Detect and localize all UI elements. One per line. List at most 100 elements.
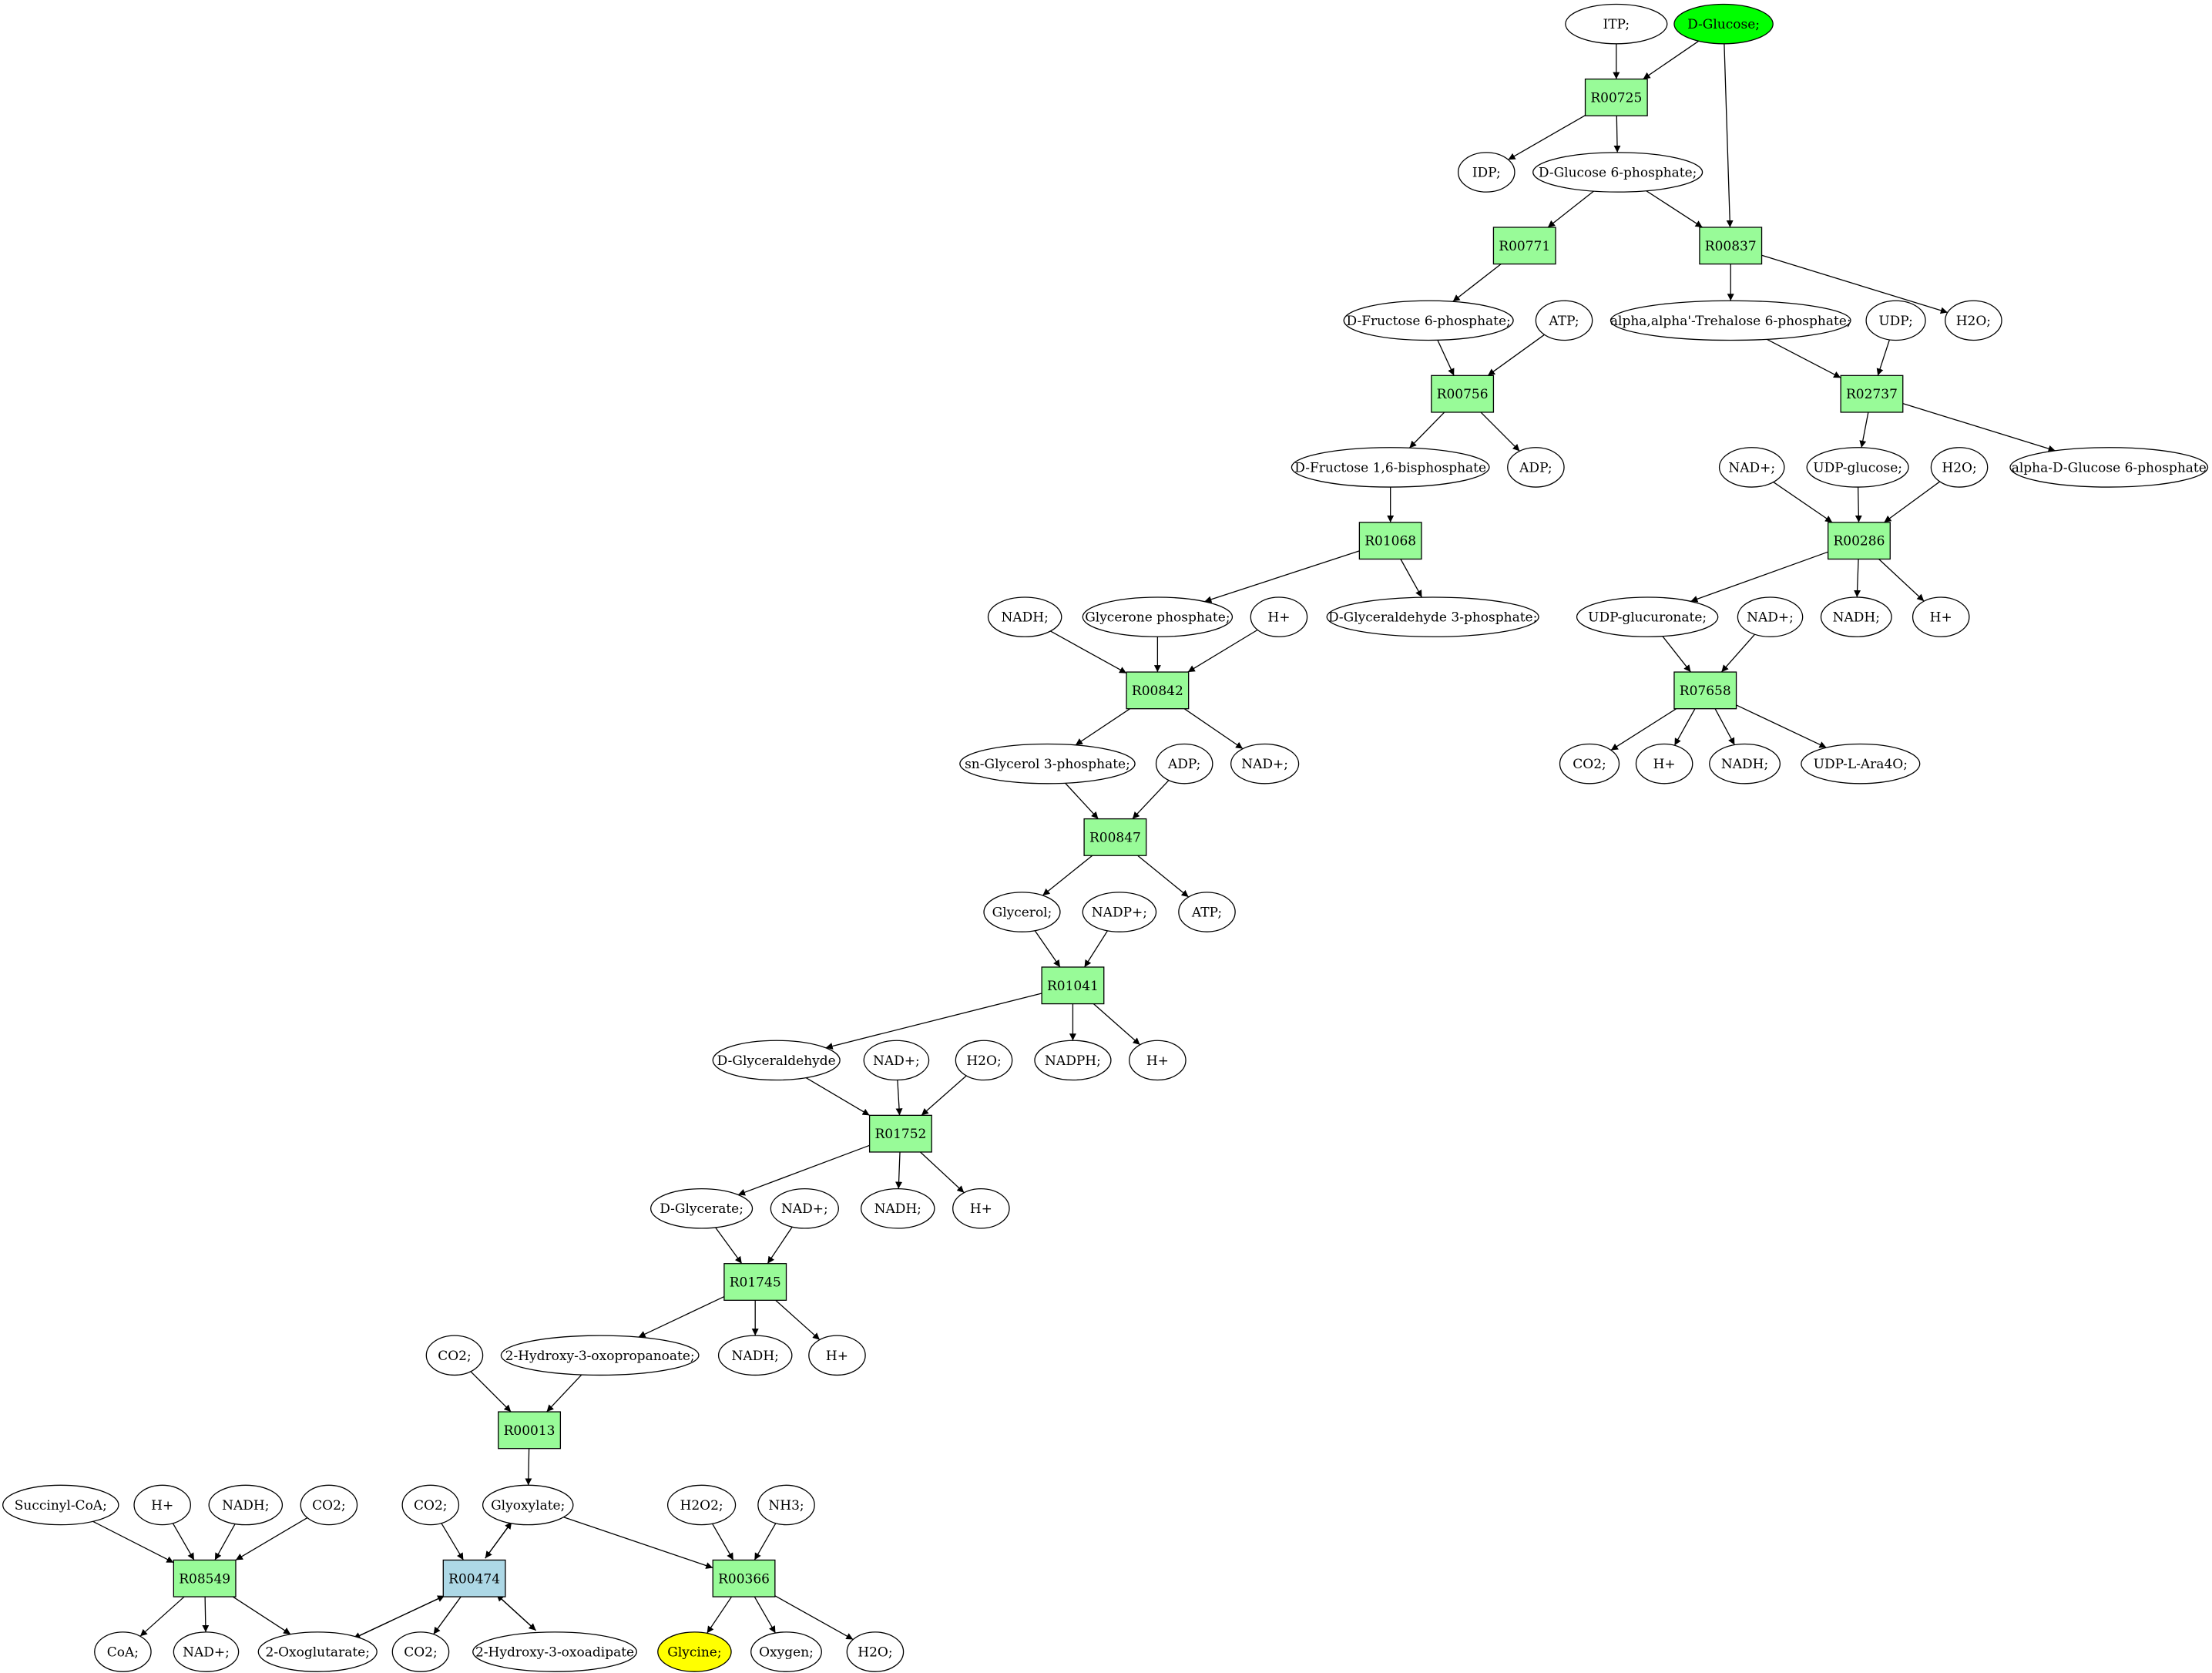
compound-node-nadp6[interactable]: NAD+; <box>173 1631 240 1672</box>
compound-ellipse <box>1343 300 1514 341</box>
compound-ellipse <box>1034 1040 1112 1081</box>
compound-node-glyceraldehyde[interactable]: D-Glyceraldehyde <box>712 1040 841 1081</box>
edge-R08549-to-nadp6 <box>202 1597 210 1632</box>
compound-node-dglucose[interactable]: D-Glucose; <box>1673 3 1774 45</box>
reaction-node-r00286[interactable]: R00286 <box>1828 522 1891 560</box>
compound-node-nadh2[interactable]: NADH; <box>1820 596 1892 637</box>
reaction-label: R00842 <box>1132 684 1183 699</box>
compound-node-gap[interactable]: D-Glyceraldehyde 3-phosphate; <box>1326 596 1539 637</box>
compound-node-h2o3[interactable]: H2O; <box>955 1040 1013 1081</box>
compound-ellipse <box>1945 300 2002 341</box>
compound-label: NAD+; <box>183 1645 230 1661</box>
compound-node-hydroxyoxo[interactable]: 2-Hydroxy-3-oxopropanoate; <box>500 1335 700 1376</box>
edge-succoa-to-R08549 <box>92 1520 174 1564</box>
compound-node-co2c[interactable]: CO2; <box>300 1484 358 1526</box>
compound-node-adp2[interactable]: ADP; <box>1155 743 1213 784</box>
compound-node-nadpplus[interactable]: NADP+; <box>1082 892 1157 932</box>
compound-node-co2e[interactable]: CO2; <box>391 1631 450 1672</box>
compound-node-co2d[interactable]: CO2; <box>401 1484 460 1526</box>
compound-node-hplus3[interactable]: H+ <box>1635 743 1693 784</box>
compound-ellipse <box>846 1631 905 1672</box>
compound-node-nadh5[interactable]: NADH; <box>717 1335 793 1376</box>
compound-node-nadph[interactable]: NADPH; <box>1034 1040 1112 1081</box>
compound-node-co2b[interactable]: CO2; <box>425 1335 484 1376</box>
compound-label: NADH; <box>874 1201 921 1217</box>
compound-node-hydroxyadipate[interactable]: 2-Hydroxy-3-oxoadipate <box>472 1631 637 1672</box>
reaction-node-r01752[interactable]: R01752 <box>868 1114 932 1153</box>
reaction-node-r00474[interactable]: R00474 <box>442 1559 506 1597</box>
compound-node-hplus7[interactable]: H+ <box>133 1484 191 1526</box>
compound-ellipse <box>1082 892 1157 932</box>
compound-node-oxoglutarate[interactable]: 2-Oxoglutarate; <box>257 1631 378 1672</box>
compound-node-succoa[interactable]: Succinyl-CoA; <box>2 1484 119 1526</box>
reaction-node-r08549[interactable]: R08549 <box>173 1559 237 1597</box>
compound-node-nadp4[interactable]: NAD+; <box>863 1040 930 1081</box>
compound-ellipse <box>425 1335 484 1376</box>
compound-label: 2-Hydroxy-3-oxopropanoate; <box>505 1349 695 1364</box>
reaction-label: R00756 <box>1437 387 1489 402</box>
compound-node-oxygen[interactable]: Oxygen; <box>750 1631 822 1672</box>
compound-node-aglc6p[interactable]: alpha-D-Glucose 6-phosphate <box>2009 447 2209 488</box>
compound-node-f6p[interactable]: D-Fructose 6-phosphate; <box>1343 300 1514 341</box>
compound-node-nh3[interactable]: NH3; <box>757 1484 815 1526</box>
compound-node-udpara[interactable]: UDP-L-Ara4O; <box>1801 743 1921 784</box>
compound-node-glyoxylate[interactable]: Glyoxylate; <box>482 1484 574 1526</box>
compound-node-g3p[interactable]: sn-Glycerol 3-phosphate; <box>959 743 1136 784</box>
reaction-node-r00842[interactable]: R00842 <box>1126 671 1190 710</box>
reaction-box <box>1699 227 1763 265</box>
reaction-node-r02737[interactable]: R02737 <box>1840 375 1904 413</box>
compound-node-trehalose6p[interactable]: alpha,alpha'-Trehalose 6-phosphate; <box>1609 300 1851 341</box>
compound-node-atp2[interactable]: ATP; <box>1178 892 1236 932</box>
reaction-node-r00771[interactable]: R00771 <box>1492 227 1556 265</box>
edge-atp1-to-R00756 <box>1487 334 1545 376</box>
compound-node-h2o2[interactable]: H2O; <box>1930 447 1989 488</box>
compound-node-nadp1[interactable]: NAD+; <box>1718 447 1785 488</box>
compound-node-nadh1[interactable]: NADH; <box>987 596 1062 637</box>
reaction-node-r01068[interactable]: R01068 <box>1358 522 1422 560</box>
compound-node-nadp3[interactable]: NAD+; <box>1230 743 1300 784</box>
compound-node-hplus6[interactable]: H+ <box>808 1335 866 1376</box>
reaction-node-r00756[interactable]: R00756 <box>1431 375 1495 413</box>
compound-node-hplus5[interactable]: H+ <box>952 1188 1010 1229</box>
compound-node-nadh3[interactable]: NADH; <box>1709 743 1781 784</box>
compound-node-udpglcu[interactable]: UDP-glucuronate; <box>1576 596 1719 637</box>
reaction-node-r00013[interactable]: R00013 <box>498 1411 562 1450</box>
reaction-node-r01041[interactable]: R01041 <box>1041 966 1105 1005</box>
compound-node-nadp2[interactable]: NAD+; <box>1737 596 1804 637</box>
compound-node-nadh6[interactable]: NADH; <box>208 1484 284 1526</box>
compound-node-g6p[interactable]: D-Glucose 6-phosphate; <box>1532 152 1703 193</box>
reaction-node-r00837[interactable]: R00837 <box>1699 227 1763 265</box>
compound-node-itp[interactable]: ITP; <box>1565 3 1668 45</box>
compound-node-h2o4[interactable]: H2O; <box>846 1631 905 1672</box>
compound-node-udpglc[interactable]: UDP-glucose; <box>1806 447 1909 488</box>
compound-node-nadp5[interactable]: NAD+; <box>770 1188 839 1229</box>
edge-R00366-to-glycine <box>707 1596 733 1634</box>
compound-node-hplus4[interactable]: H+ <box>1129 1040 1187 1081</box>
compound-node-idp[interactable]: IDP; <box>1457 152 1516 193</box>
compound-node-fbp[interactable]: D-Fructose 1,6-bisphosphate <box>1291 447 1490 488</box>
reaction-box <box>1358 522 1422 560</box>
compound-node-hplus1[interactable]: H+ <box>1250 596 1308 637</box>
compound-node-hplus2[interactable]: H+ <box>1912 596 1970 637</box>
compound-node-atp1[interactable]: ATP; <box>1535 300 1593 341</box>
reaction-node-r00847[interactable]: R00847 <box>1083 818 1147 856</box>
reaction-node-r00725[interactable]: R00725 <box>1584 78 1648 116</box>
compound-node-glycerate[interactable]: D-Glycerate; <box>650 1188 754 1229</box>
compound-node-nadh4[interactable]: NADH; <box>860 1188 935 1229</box>
compound-node-h2o2b[interactable]: H2O2; <box>666 1484 737 1526</box>
compound-node-glycine[interactable]: Glycine; <box>657 1631 732 1672</box>
compound-node-udp[interactable]: UDP; <box>1865 300 1926 341</box>
compound-node-adp1[interactable]: ADP; <box>1507 447 1565 488</box>
reaction-node-r07658[interactable]: R07658 <box>1673 671 1737 710</box>
reaction-node-r01745[interactable]: R01745 <box>723 1263 787 1301</box>
compound-node-glycerol[interactable]: Glycerol; <box>983 892 1061 932</box>
compound-node-coa[interactable]: CoA; <box>94 1631 152 1672</box>
edge-nadh6-to-R08549 <box>214 1524 236 1560</box>
reaction-node-r00366[interactable]: R00366 <box>712 1559 776 1597</box>
compound-ellipse <box>472 1631 637 1672</box>
compound-ellipse <box>208 1484 284 1526</box>
compound-node-h2o1[interactable]: H2O; <box>1945 300 2002 341</box>
compound-node-dhap[interactable]: Glycerone phosphate; <box>1082 596 1234 637</box>
compound-node-co2a[interactable]: CO2; <box>1559 743 1620 784</box>
